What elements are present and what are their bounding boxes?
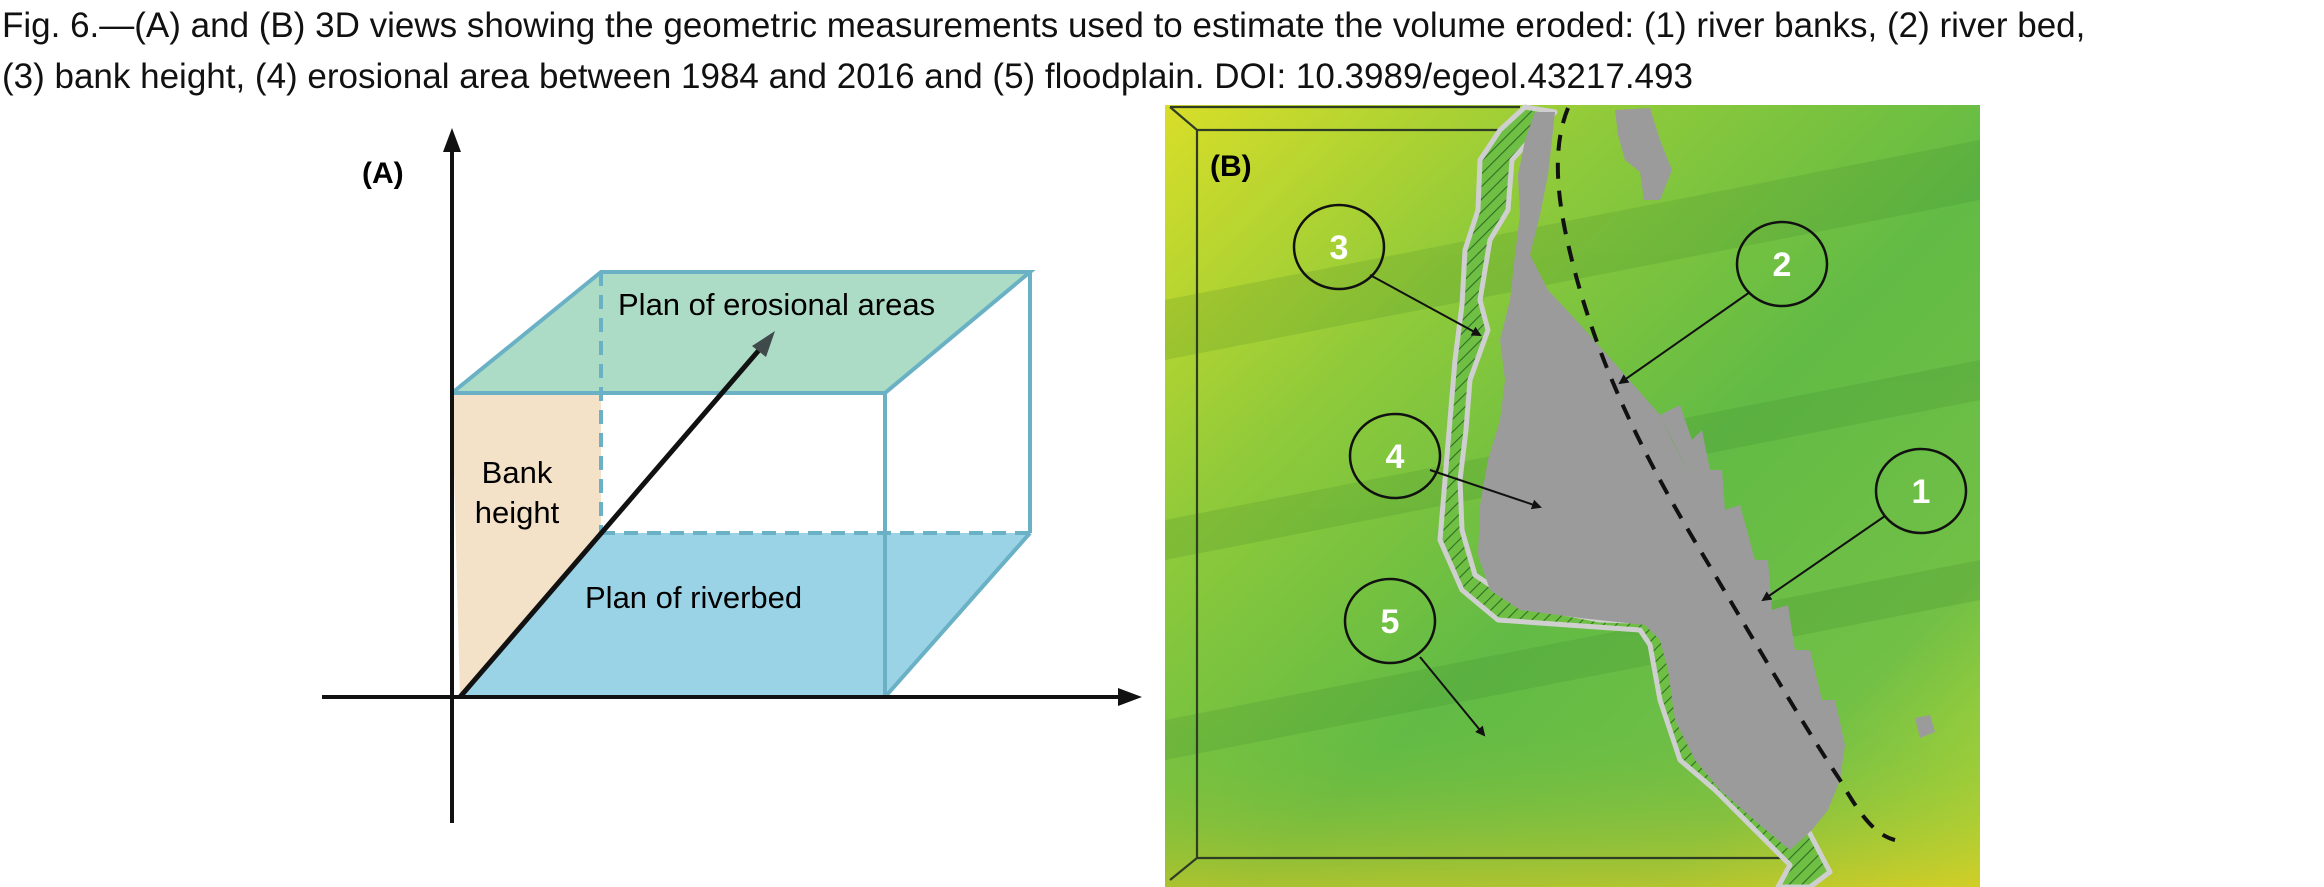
river-bed-line xyxy=(1555,107,1896,842)
caption-line-1: Fig. 6.—(A) and (B) 3D views showing the… xyxy=(2,6,2086,45)
panel-a: (A) Plan of erosional areas Bank height … xyxy=(322,128,1142,823)
marker-1-circle xyxy=(1874,447,1968,535)
marker-5-circle xyxy=(1343,577,1437,665)
marker-3-number: 3 xyxy=(1330,229,1349,267)
caption-line-2: (3) bank height, (4) erosional area betw… xyxy=(2,57,1693,96)
x-axis-arrowhead xyxy=(1118,688,1142,706)
marker-4-arrow xyxy=(1429,469,1542,510)
marker-3-circle xyxy=(1292,203,1386,291)
bank-height-label-line1: Bank xyxy=(482,455,553,490)
y-axis-arrowhead xyxy=(443,128,461,152)
marker-2-circle xyxy=(1735,220,1829,308)
erosional-plane xyxy=(452,272,1030,393)
marker-1-number: 1 xyxy=(1912,473,1931,511)
panel-b-label: (B) xyxy=(1210,150,1252,183)
marker-2-arrow xyxy=(1618,291,1751,385)
marker-3-arrow xyxy=(1369,274,1482,336)
river-bank-band xyxy=(1437,104,1833,887)
erosional-patch-small xyxy=(1915,715,1935,738)
riverbed-plane xyxy=(460,533,1030,697)
marker-1-arrow xyxy=(1761,515,1886,602)
bank-height-label-line2: height xyxy=(475,495,560,530)
riverbed-plane-label: Plan of riverbed xyxy=(585,580,802,615)
marker-4-number: 4 xyxy=(1386,438,1405,476)
marker-4-circle xyxy=(1348,412,1442,500)
panel-b: (B) 3 2 4 1 5 xyxy=(1165,104,1980,887)
erosional-patch-upper xyxy=(1615,108,1672,200)
depth-axis-line xyxy=(458,340,768,699)
bottom-right-edge xyxy=(883,531,1032,699)
panel-a-label: (A) xyxy=(362,157,404,190)
figure-caption: Fig. 6.—(A) and (B) 3D views showing the… xyxy=(2,0,2322,102)
marker-5-arrow xyxy=(1419,656,1486,737)
map-background-bottom-tint xyxy=(1165,720,1980,887)
marker-5-number: 5 xyxy=(1381,603,1400,641)
erosional-plane-label: Plan of erosional areas xyxy=(618,287,935,322)
marker-2-number: 2 xyxy=(1773,246,1792,284)
erosional-edge-steps xyxy=(1660,405,1845,780)
map-3d-frame xyxy=(1169,105,1795,881)
depth-axis-arrowhead xyxy=(752,331,775,357)
